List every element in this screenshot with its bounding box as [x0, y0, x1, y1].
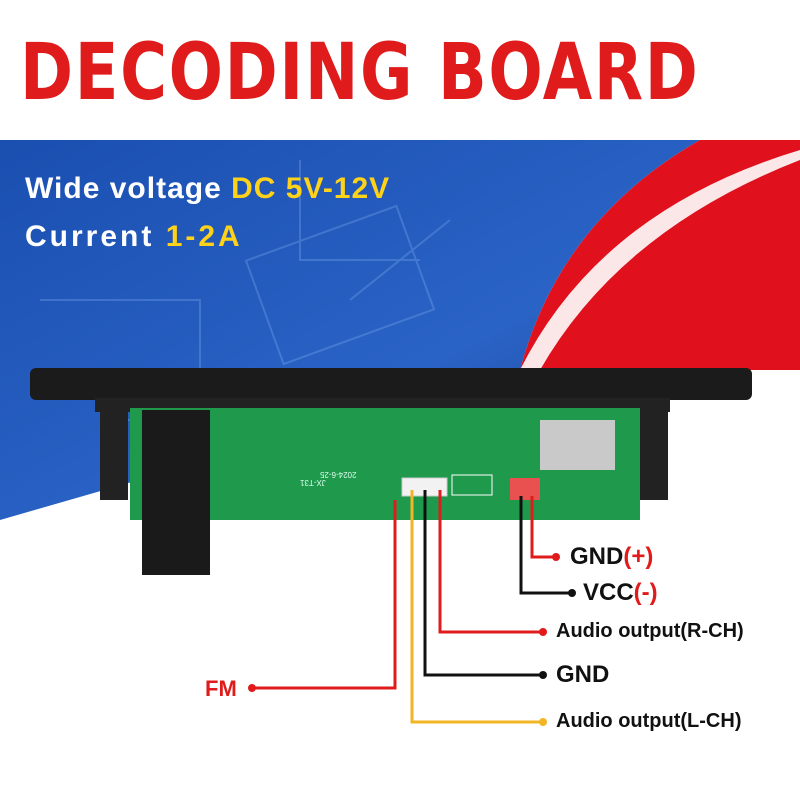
label-audio-l: Audio output(L-CH)	[556, 710, 742, 732]
wire-dots	[248, 553, 576, 726]
board-date: 2024-6-25	[320, 470, 357, 479]
power-connector	[510, 478, 540, 500]
label-gnd: GND	[556, 661, 610, 688]
usb-port	[540, 420, 615, 470]
current-spec: Current 1-2A	[25, 220, 243, 254]
board-model: JX-T31	[300, 478, 326, 487]
red-swoosh	[520, 140, 800, 370]
label-vcc-minus: VCC(-)	[583, 579, 658, 606]
wires	[252, 490, 572, 724]
page-title: DECODING BOARD	[20, 28, 700, 118]
panel-frame	[30, 368, 752, 400]
label-gnd-plus: GND(+)	[570, 543, 654, 570]
voltage-spec: Wide voltage DC 5V-12V	[25, 172, 390, 206]
voltage-value: DC 5V-12V	[231, 172, 391, 205]
current-label: Current	[25, 220, 155, 253]
voltage-label: Wide voltage	[25, 172, 222, 205]
label-fm: FM	[205, 676, 237, 701]
label-audio-r: Audio output(R-CH)	[556, 620, 744, 642]
current-value: 1-2A	[165, 220, 243, 253]
mounting-clip	[142, 410, 210, 575]
